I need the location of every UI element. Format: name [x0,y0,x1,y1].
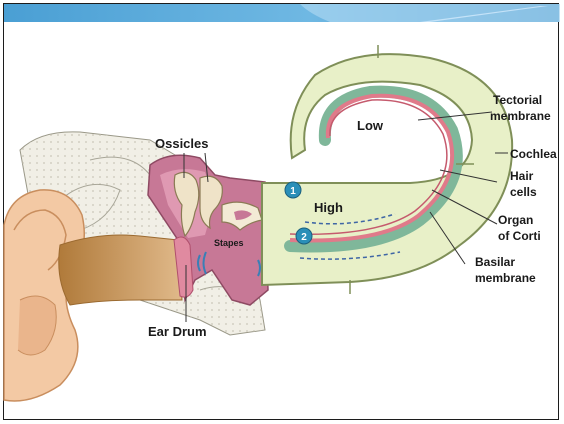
marker-1: 1 [285,182,301,198]
marker-2: 2 [296,228,312,244]
header-band [4,4,560,22]
hair-cells-label-line1: Hair [510,169,534,183]
organ-of-corti-label-line1: Organ [498,213,533,227]
stapes-label: Stapes [214,238,244,248]
marker-2-label: 2 [301,232,307,243]
marker-1-label: 1 [290,186,296,197]
ear-canal [59,235,182,305]
low-frequency-label: Low [357,118,384,133]
ossicles-label: Ossicles [155,136,209,151]
hair-cells-label-line2: cells [510,185,537,199]
basilar-membrane-label-line2: membrane [475,271,536,285]
ear-drum-label: Ear Drum [148,324,207,339]
tectorial-membrane-label-line2: membrane [490,109,551,123]
high-frequency-label: High [314,200,343,215]
basilar-membrane-label-line1: Basilar [475,255,515,269]
tectorial-membrane-label-line1: Tectorial [493,93,542,107]
cochlea-label: Cochlea [510,147,557,161]
organ-of-corti-label-line2: of Corti [498,229,541,243]
